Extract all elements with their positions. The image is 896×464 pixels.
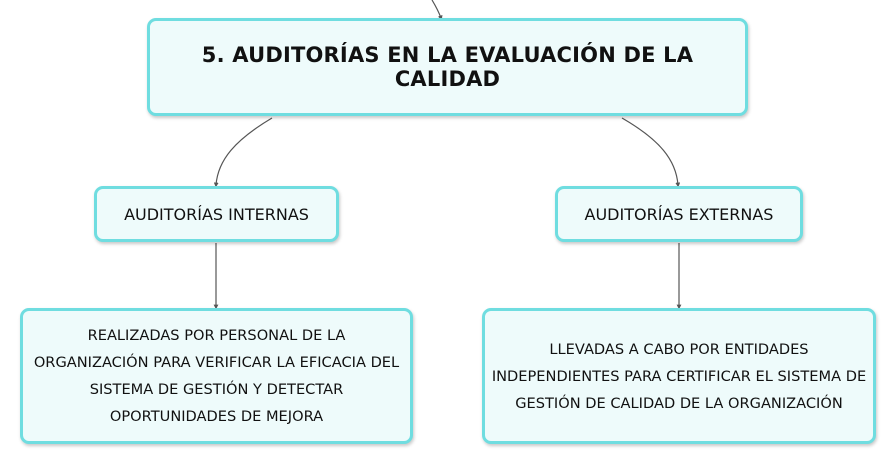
connector-root-to-externas [621,117,681,188]
root-topic-label: 5. AUDITORÍAS EN LA EVALUACIÓN DE LA CAL… [201,43,694,91]
description-node-internas[interactable]: REALIZADAS POR PERSONAL DE LA ORGANIZACI… [20,308,413,444]
subtopic-label-internas: AUDITORÍAS INTERNAS [124,204,309,224]
connector-root-to-internas [213,117,273,188]
root-topic-node[interactable]: 5. AUDITORÍAS EN LA EVALUACIÓN DE LA CAL… [147,18,748,116]
connector-incoming [431,0,443,21]
subtopic-node-internas[interactable]: AUDITORÍAS INTERNAS [94,186,339,242]
subtopic-node-externas[interactable]: AUDITORÍAS EXTERNAS [555,186,803,242]
description-text-externas: LLEVADAS A CABO POR ENTIDADES INDEPENDIE… [491,340,867,412]
description-text-internas: REALIZADAS POR PERSONAL DE LA ORGANIZACI… [33,327,400,425]
subtopic-label-externas: AUDITORÍAS EXTERNAS [584,204,774,224]
description-node-externas[interactable]: LLEVADAS A CABO POR ENTIDADES INDEPENDIE… [482,308,876,444]
